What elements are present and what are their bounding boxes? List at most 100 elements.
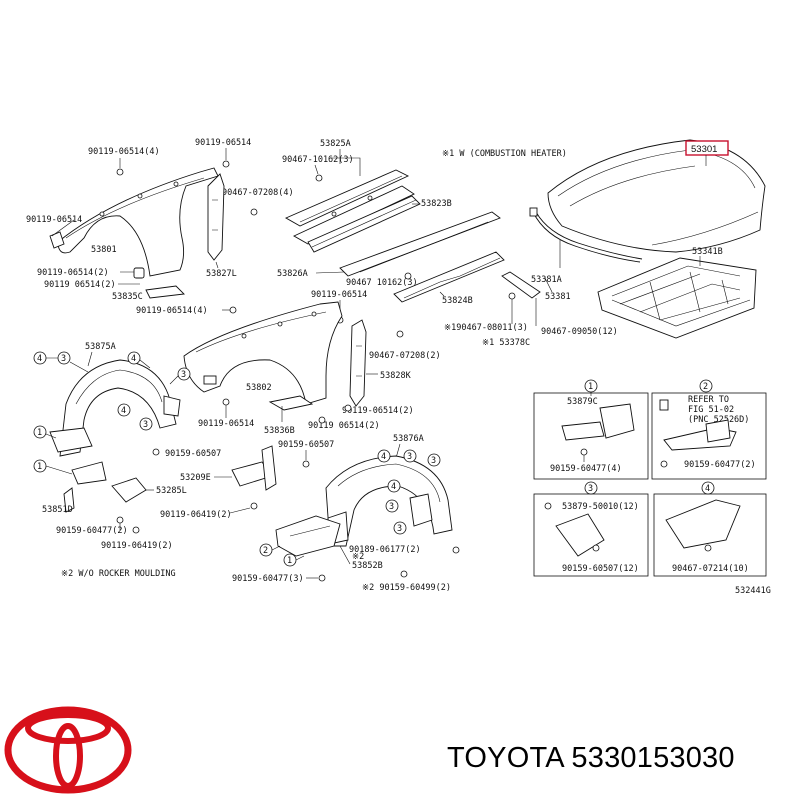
svg-text:3: 3 — [588, 484, 593, 494]
svg-text:3: 3 — [143, 420, 148, 430]
liner-right-label: 53876A — [393, 434, 424, 444]
svg-text:3: 3 — [61, 354, 66, 364]
detail-2-fastener-label: 90159-60477(2) — [684, 460, 756, 470]
hood-support-panel — [597, 257, 757, 339]
hood-seal-1-label: 53381A — [531, 275, 562, 285]
bracket-53828k-label: 53828K — [380, 371, 412, 381]
hood-seal-2-label: 53381 — [545, 292, 571, 302]
hood-label-box — [685, 140, 729, 156]
fastener-90119-06419-2a: 90119-06419(2) — [101, 541, 173, 551]
svg-text:3: 3 — [431, 456, 436, 466]
svg-text:4: 4 — [37, 354, 42, 364]
liner-left — [49, 359, 181, 485]
detail-2-note-3: (PNC 52526D) — [688, 415, 749, 425]
svg-text:4: 4 — [121, 406, 126, 416]
svg-text:4: 4 — [705, 484, 710, 494]
part-53285l — [111, 477, 147, 503]
toyota-logo — [4, 706, 132, 794]
detail-box-1: 1 53879C 90159-60477(4) — [533, 379, 649, 480]
note-rocker-moulding: ※2 W/O ROCKER MOULDING — [61, 569, 176, 579]
bracket-53836b — [268, 395, 314, 422]
hood-support-label: 53341B — [692, 247, 723, 257]
star-2-label: ※2 — [352, 552, 364, 562]
callouts-left: 4 3 4 3 4 3 1 1 — [33, 351, 191, 473]
callouts-right: 4 3 3 4 3 3 2 1 — [259, 449, 441, 567]
fastener-90119-06514-2d: 90119 06514(2) — [308, 421, 380, 431]
note-combustion-heater: ※1 W (COMBUSTION HEATER) — [442, 149, 567, 159]
fastener-90119-06419-2b: 90119-06419(2) — [160, 510, 232, 520]
svg-text:2: 2 — [263, 546, 268, 556]
detail-4-fastener-label: 90467-07214(10) — [672, 564, 749, 574]
svg-text:1: 1 — [37, 462, 42, 472]
bracket-53827l-label: 53827L — [206, 269, 237, 279]
panel-53826a-label: 53826A — [277, 269, 308, 279]
svg-text:3: 3 — [389, 502, 394, 512]
svg-text:4: 4 — [131, 354, 136, 364]
svg-text:4: 4 — [391, 482, 396, 492]
detail-3-fastener-label: 90159-60507(12) — [562, 564, 639, 574]
detail-2-note-1: REFER TO — [688, 395, 729, 405]
fastener-90119-06514-top: 90119-06514 — [195, 138, 251, 148]
detail-box-3: 3 53879-50010(12) 90159-60507(12) — [533, 481, 649, 577]
liner-left-label: 53875A — [85, 342, 116, 352]
detail-3-part-label: 53879-50010(12) — [562, 502, 639, 512]
svg-text:1: 1 — [588, 382, 593, 392]
fastener-90467-07208-2: 90467-07208(2) — [369, 351, 441, 361]
hood-label: 53301 — [691, 144, 717, 155]
fender-left — [49, 167, 219, 277]
fastener-90119-06514-b: 90119-06514 — [198, 419, 254, 429]
svg-text:3: 3 — [397, 524, 402, 534]
bracket-53835c — [133, 267, 185, 299]
fender-left-label: 53801 — [91, 245, 117, 255]
part-53209e-label: 53209E — [180, 473, 211, 483]
bracket-53827l — [207, 173, 225, 261]
svg-text:3: 3 — [407, 452, 412, 462]
panel-upper-rail — [284, 169, 415, 245]
fastener-90467-10162-a: 90467-10162(3) — [282, 155, 354, 165]
fastener-90159-60507-b: 90159-60507 — [278, 440, 334, 450]
part-53378c-label: ※1 53378C — [482, 338, 530, 348]
fastener-90119-06514-left: 90119-06514 — [26, 215, 82, 225]
svg-text:1: 1 — [37, 428, 42, 438]
part-53209e — [231, 445, 277, 491]
fastener-90189-06177-2: 90189-06177(2) — [349, 545, 421, 555]
panel-53823b-label: 53823B — [421, 199, 452, 209]
panel-long-rail — [339, 211, 505, 303]
fastener-90119-06514-4b: 90119-06514(4) — [136, 306, 208, 316]
brand-name: TOYOTA — [447, 742, 564, 774]
fastener-90159-60477-2: 90159-60477(2) — [56, 526, 128, 536]
svg-text:1: 1 — [287, 556, 292, 566]
panel-53824b-label: 53824B — [442, 296, 473, 306]
svg-text:2: 2 — [703, 382, 708, 392]
bracket-53835c-label: 53835C — [112, 292, 143, 302]
panel-53825a-label: 53825A — [320, 139, 351, 149]
svg-text:3: 3 — [181, 370, 186, 380]
part-53851d — [63, 487, 75, 513]
detail-1-part-label: 53879C — [567, 397, 598, 407]
bracket-53828k — [349, 319, 367, 407]
fastener-90159-60499-2: ※2 90159-60499(2) — [362, 583, 451, 593]
figure-code: 532441G — [735, 586, 771, 596]
hood-seal — [529, 207, 643, 263]
part-53378c — [501, 271, 541, 299]
part-53851d-label: 53851D — [42, 505, 73, 515]
part-53852b-label: 53852B — [352, 561, 383, 571]
detail-2-note-2: FIG 51-02 — [688, 405, 734, 415]
svg-text:4: 4 — [381, 452, 386, 462]
fastener-190467-08011: ※190467-08011(3) — [444, 323, 528, 333]
part-number-caption: TOYOTA 5330153030 — [447, 742, 735, 775]
fastener-90467-10162-b: 90467 10162(3) — [346, 278, 418, 288]
part-53285l-label: 53285L — [156, 486, 187, 496]
fastener-90467-07208-4: 90467-07208(4) — [222, 188, 294, 198]
hood-part — [547, 139, 766, 253]
fastener-90119-06514-2a: 90119-06514(2) — [37, 268, 109, 278]
detail-box-4: 4 90467-07214(10) — [653, 481, 767, 577]
fastener-90467-09050: 90467-09050(12) — [541, 327, 618, 337]
fastener-90159-60477-3: 90159-60477(3) — [232, 574, 304, 584]
detail-1-fastener-label: 90159-60477(4) — [550, 464, 622, 474]
fastener-90119-06514-4a: 90119-06514(4) — [88, 147, 160, 157]
fastener-90119-06514-mid: 90119-06514 — [311, 290, 367, 300]
part-number: 5330153030 — [571, 742, 735, 774]
bracket-53836b-label: 53836B — [264, 426, 295, 436]
